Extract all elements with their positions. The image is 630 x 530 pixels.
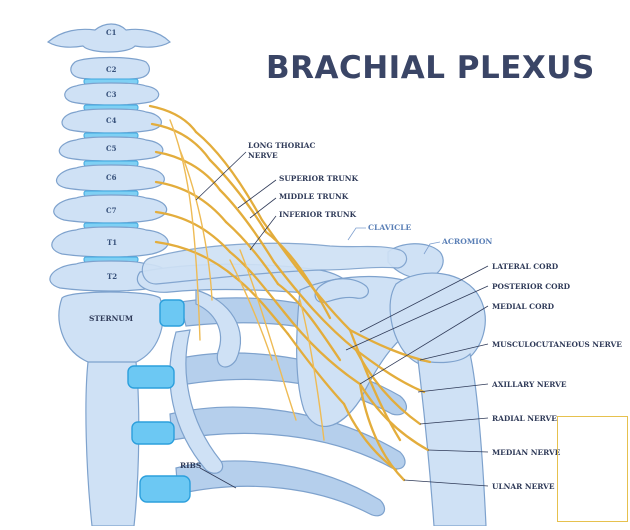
long-thoracic-nerve-path (169, 119, 201, 341)
label-c1: C1 (106, 28, 117, 37)
rib-5 (175, 460, 385, 517)
label-c4: C4 (106, 116, 117, 125)
median-path-2 (348, 328, 402, 442)
label-ribs: RIBS (180, 461, 201, 470)
label-axillary: AXILLARY NERVE (491, 380, 567, 389)
costal-cartilages (127, 299, 191, 503)
root-c6 (154, 150, 222, 192)
label-long-thoracic-1: LONG THORIAC (248, 141, 316, 150)
leader-radial (419, 417, 489, 425)
label-posterior-cord: POSTERIOR CORD (492, 282, 571, 291)
leader-posterior-cord (345, 285, 489, 351)
label-musculocutaneous: MUSCULOCUTANEOUS NERVE (492, 340, 622, 349)
label-c6: C6 (106, 173, 117, 182)
root-t1 (154, 240, 238, 280)
cartilage-2 (127, 365, 175, 389)
label-sternum: STERNUM (89, 314, 133, 323)
shoulder (296, 243, 487, 527)
leader-long-thoracic (195, 151, 247, 201)
rib-posterior-2 (169, 329, 224, 474)
middle-trunk-path (218, 188, 276, 264)
label-c5: C5 (106, 144, 117, 153)
vertebra-labels: C1 C2 C3 C4 C5 C6 C7 T1 T2 (106, 28, 117, 281)
root-c4 (148, 104, 198, 134)
vertebra-c3 (64, 82, 160, 106)
medial-cord-path (282, 310, 362, 386)
lateral-cord-path (260, 218, 352, 332)
leader-ulnar (403, 479, 489, 487)
leader-lines (195, 151, 489, 489)
leader-inferior-trunk (249, 215, 277, 251)
musculocutaneous-path (348, 328, 432, 364)
vertebra-c6 (55, 164, 165, 192)
branch-b (299, 299, 325, 441)
label-middle-trunk: MIDDLE TRUNK (279, 192, 349, 201)
structure-labels: LONG THORIAC NERVE SUPERIOR TRUNK MIDDLE… (89, 141, 622, 491)
manubrium (58, 291, 164, 367)
superior-trunk-path-2 (208, 158, 268, 234)
page-title: BRACHIAL PLEXUS (266, 50, 595, 86)
leader-medial-cord (359, 305, 489, 385)
coracoid-process (314, 278, 369, 303)
label-long-thoracic-2: NERVE (248, 151, 278, 160)
label-c7: C7 (106, 206, 117, 215)
axillary-path (354, 348, 426, 394)
cartilage-1 (159, 299, 185, 327)
leader-lateral-cord (359, 265, 489, 333)
leader-superior-trunk (237, 179, 277, 209)
branch-c (229, 259, 273, 361)
vertebra-c4 (61, 108, 162, 134)
ribs (169, 289, 408, 517)
label-clavicle: CLAVICLE (368, 223, 412, 232)
cartilage-3 (131, 421, 175, 445)
rib-posterior-1 (195, 289, 241, 368)
humerus (417, 352, 487, 527)
leader-clavicle (347, 227, 366, 241)
label-t2: T2 (107, 272, 117, 281)
rib-4 (169, 406, 406, 470)
ulnar-path-2 (342, 402, 398, 472)
spine (46, 23, 171, 292)
sternum (58, 291, 164, 527)
cord-cross-2 (276, 282, 342, 362)
label-ulnar: ULNAR NERVE (492, 482, 555, 491)
label-radial: RADIAL NERVE (492, 414, 557, 423)
nerve-network (148, 104, 432, 482)
root-c5 (150, 122, 212, 162)
ulnar-path (358, 382, 406, 482)
label-superior-trunk: SUPERIOR TRUNK (279, 174, 359, 183)
leader-musculocutaneous (419, 343, 489, 361)
label-inferior-trunk: INFERIOR TRUNK (279, 210, 357, 219)
vertebra-c5 (58, 136, 164, 162)
selection-box (557, 416, 628, 522)
inferior-trunk-path (228, 250, 286, 314)
root-c8 (154, 210, 232, 254)
label-lateral-cord: LATERAL CORD (492, 262, 559, 271)
vertebra-c2 (70, 56, 150, 81)
vertebra-c1 (46, 23, 171, 53)
leader-axillary (417, 383, 489, 393)
leader-middle-trunk (249, 197, 277, 219)
label-c3: C3 (106, 90, 117, 99)
label-c2: C2 (106, 65, 117, 74)
label-acromion: ACROMION (441, 237, 492, 246)
root-c7 (154, 180, 228, 224)
vertebra-t1 (51, 226, 169, 258)
cartilage-4 (139, 475, 191, 503)
leader-ribs (199, 467, 237, 489)
middle-trunk-path-2 (224, 220, 280, 286)
leader-median (427, 449, 489, 453)
leader-acromion (423, 241, 441, 255)
label-medial-cord: MEDIAL CORD (492, 302, 555, 311)
cord-cross-1 (264, 230, 332, 320)
branch-a (239, 249, 297, 421)
posterior-cord-path (272, 260, 358, 352)
label-median: MEDIAN NERVE (492, 448, 561, 457)
label-t1: T1 (107, 238, 117, 247)
vertebra-c7 (53, 194, 168, 224)
long-thoracic-nerve-branch (179, 149, 213, 301)
